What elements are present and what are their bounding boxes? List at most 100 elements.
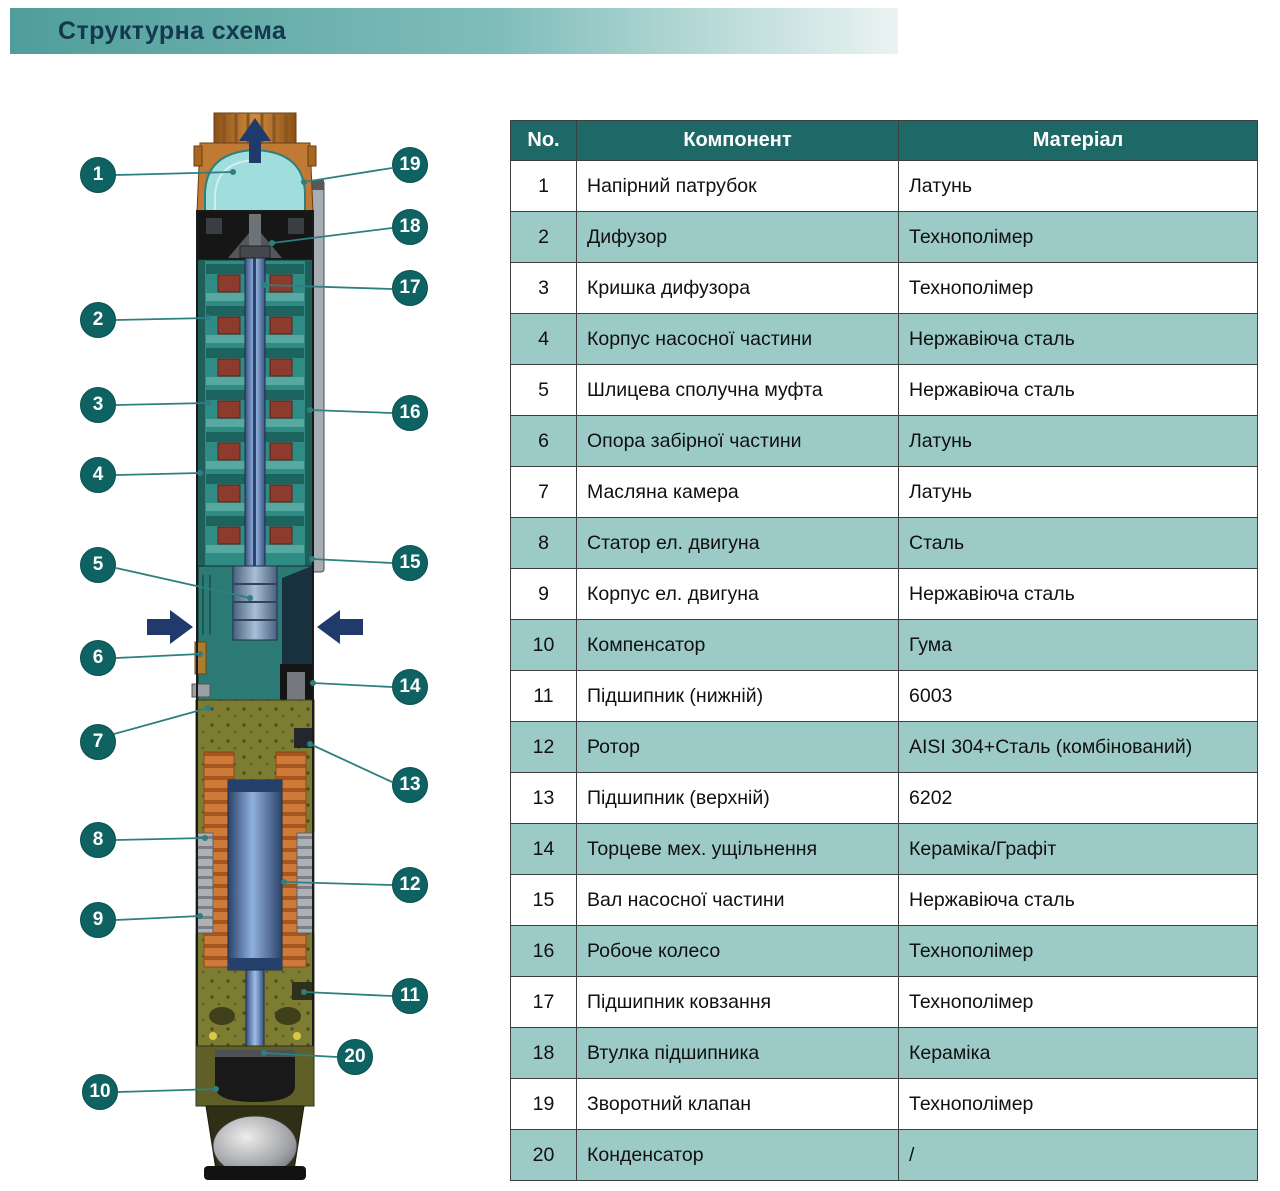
col-header-component: Компонент [576, 120, 899, 161]
cell-material: / [898, 1129, 1258, 1181]
flow-up-arrow-icon [239, 118, 271, 163]
cell-material: Сталь [898, 517, 1258, 569]
flow-arrows [147, 118, 363, 644]
cell-no: 7 [510, 466, 577, 518]
page-title-banner: Структурна схема [10, 8, 898, 54]
cell-material: Латунь [898, 466, 1258, 518]
cell-material: Нержавіюча сталь [898, 313, 1258, 365]
motor-section [195, 699, 315, 1047]
cell-material: 6003 [898, 670, 1258, 722]
cell-component: Втулка підшипника [576, 1027, 899, 1079]
cell-no: 18 [510, 1027, 577, 1079]
callout-13: 13 [392, 767, 428, 803]
cell-component: Вал насосної частини [576, 874, 899, 926]
cell-component: Зворотний клапан [576, 1078, 899, 1130]
cell-material: Нержавіюча сталь [898, 874, 1258, 926]
cell-component: Статор ел. двигуна [576, 517, 899, 569]
cell-no: 16 [510, 925, 577, 977]
capacitor [215, 1050, 295, 1102]
cell-material: Технополімер [898, 925, 1258, 977]
cell-no: 2 [510, 211, 577, 263]
cell-material: Латунь [898, 160, 1258, 212]
callout-1: 1 [80, 157, 116, 193]
cell-no: 11 [510, 670, 577, 722]
callout-6: 6 [80, 640, 116, 676]
col-header-material: Матеріал [898, 120, 1258, 161]
cell-material: Технополімер [898, 976, 1258, 1028]
cell-no: 14 [510, 823, 577, 875]
cell-no: 15 [510, 874, 577, 926]
cell-material: Технополімер [898, 262, 1258, 314]
cell-material: AISI 304+Сталь (комбінований) [898, 721, 1258, 773]
cell-no: 8 [510, 517, 577, 569]
cell-no: 12 [510, 721, 577, 773]
cell-component: Робоче колесо [576, 925, 899, 977]
cell-material: Нержавіюча сталь [898, 568, 1258, 620]
cell-no: 6 [510, 415, 577, 467]
suction-support [194, 641, 207, 675]
cell-component: Підшипник (нижній) [576, 670, 899, 722]
cell-no: 13 [510, 772, 577, 824]
callout-12: 12 [392, 867, 428, 903]
cell-component: Корпус насосної частини [576, 313, 899, 365]
callout-15: 15 [392, 545, 428, 581]
cell-no: 5 [510, 364, 577, 416]
cell-material: Технополімер [898, 211, 1258, 263]
cell-no: 4 [510, 313, 577, 365]
cell-material: Нержавіюча сталь [898, 364, 1258, 416]
bottom-section [195, 1045, 315, 1180]
cell-material: Технополімер [898, 1078, 1258, 1130]
cell-component: Масляна камера [576, 466, 899, 518]
callout-10: 10 [82, 1074, 118, 1110]
callout-11: 11 [392, 978, 428, 1014]
cell-no: 17 [510, 976, 577, 1028]
cell-no: 1 [510, 160, 577, 212]
callout-8: 8 [80, 822, 116, 858]
cell-material: 6202 [898, 772, 1258, 824]
cell-component: Шлицева сполучна муфта [576, 364, 899, 416]
cell-component: Компенсатор [576, 619, 899, 671]
flow-inlet-left-arrow-icon [147, 610, 193, 644]
rotor [227, 779, 283, 971]
callout-20: 20 [337, 1039, 373, 1075]
callout-2: 2 [80, 302, 116, 338]
callout-19: 19 [392, 147, 428, 183]
callout-5: 5 [80, 547, 116, 583]
cell-component: Напірний патрубок [576, 160, 899, 212]
callout-18: 18 [392, 209, 428, 245]
callout-17: 17 [392, 270, 428, 306]
cell-component: Дифузор [576, 211, 899, 263]
leader-lines [113, 167, 393, 1093]
callout-4: 4 [80, 457, 116, 493]
cell-no: 19 [510, 1078, 577, 1130]
cell-component: Конденсатор [576, 1129, 899, 1181]
cell-no: 3 [510, 262, 577, 314]
cell-no: 9 [510, 568, 577, 620]
cell-component: Торцеве мех. ущільнення [576, 823, 899, 875]
cell-component: Кришка дифузора [576, 262, 899, 314]
page-title: Структурна схема [58, 16, 287, 45]
callout-9: 9 [80, 902, 116, 938]
callout-7: 7 [80, 724, 116, 760]
callout-3: 3 [80, 387, 116, 423]
col-header-no: No. [510, 120, 577, 161]
cell-material: Гума [898, 619, 1258, 671]
cell-no: 10 [510, 619, 577, 671]
cell-component: Підшипник (верхній) [576, 772, 899, 824]
